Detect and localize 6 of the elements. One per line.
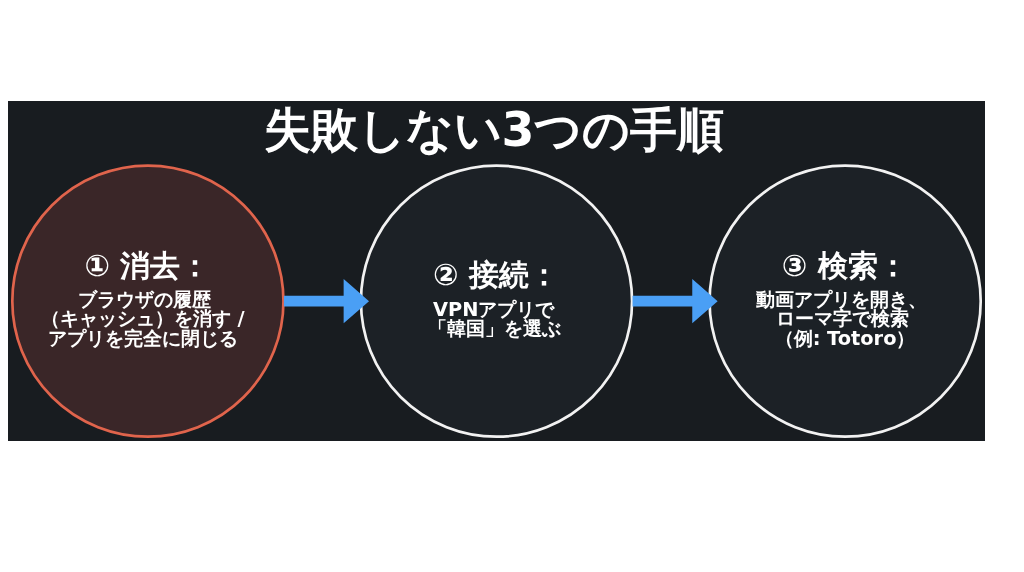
arrow xyxy=(283,278,370,323)
node-circle: ③ 検索： 動画アプリを開き、ローマ字で検索（例: Totoro） xyxy=(708,163,983,438)
arrow xyxy=(632,278,718,323)
node-circle: ② 接続： VPNアプリで「韓国」を選ぶ xyxy=(359,163,634,438)
node-circle: ① 消去： ブラウザの履歴（キャッシュ）を消す / アプリを完全に閉じる xyxy=(10,163,285,438)
diagram-title: 失敗しない3つの手順 xyxy=(263,101,725,157)
